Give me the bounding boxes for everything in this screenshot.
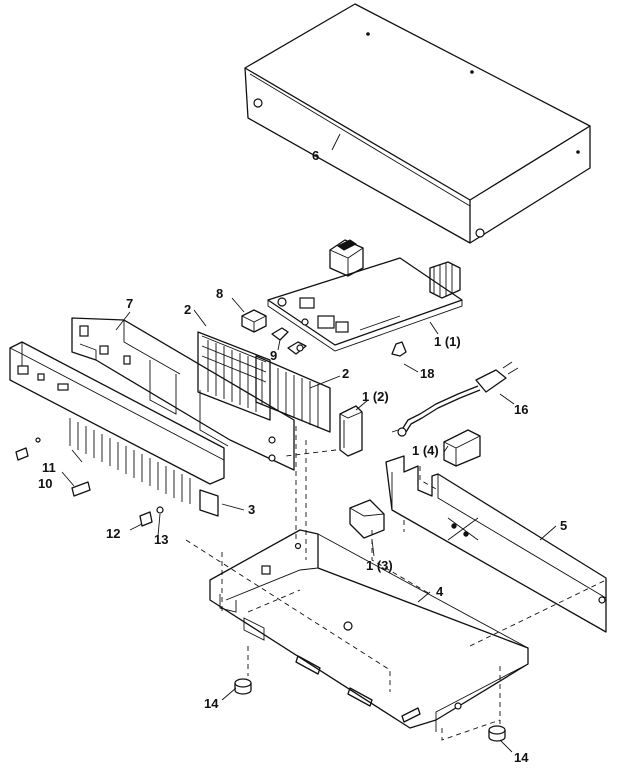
leader-lines (61, 133, 557, 753)
rear-chassis-plate (385, 455, 607, 633)
bracket-8 (241, 309, 267, 333)
power-cord (391, 361, 519, 437)
callout-2-left: 2 (184, 302, 191, 317)
callout-8: 8 (216, 286, 223, 301)
callout-1-4: 1 (4) (412, 443, 439, 458)
callout-3: 3 (248, 502, 255, 517)
cover-piece-1-3 (349, 499, 385, 539)
callout-18: 18 (420, 366, 434, 381)
callout-11: 11 (42, 460, 56, 475)
callout-16: 16 (514, 402, 528, 417)
top-cover (244, 3, 591, 244)
callout-14-left: 14 (204, 696, 219, 711)
connector-board-right (255, 355, 331, 433)
callout-2-right: 2 (342, 366, 349, 381)
callout-13: 13 (154, 532, 168, 547)
callout-1-1: 1 (1) (434, 334, 461, 349)
callout-7: 7 (126, 296, 133, 311)
callout-1-2: 1 (2) (362, 389, 389, 404)
callout-labels: 1 (1) 1 (2) 1 (3) 1 (4) 2 2 3 4 5 6 7 8 … (38, 148, 567, 765)
inner-frame (71, 317, 295, 471)
callout-9: 9 (270, 348, 277, 363)
spacer-18 (391, 341, 407, 357)
front-panel (9, 341, 225, 504)
callout-4: 4 (436, 584, 444, 599)
connector-board-left (197, 331, 271, 421)
callout-10: 10 (38, 476, 52, 491)
bottom-chassis (209, 529, 529, 732)
connector-block-1-4 (443, 429, 481, 467)
callout-1-3: 1 (3) (366, 558, 393, 573)
callout-5: 5 (560, 518, 567, 533)
side-piece-1-2 (339, 405, 363, 457)
face-plate-3 (199, 489, 219, 517)
callout-14-right: 14 (514, 750, 529, 765)
callout-6: 6 (312, 148, 319, 163)
feet (234, 678, 506, 742)
alignment-lines (185, 126, 607, 741)
clips-9 (271, 327, 307, 355)
callout-12: 12 (106, 526, 120, 541)
knob-parts (15, 437, 164, 527)
power-supply-board (267, 239, 463, 352)
